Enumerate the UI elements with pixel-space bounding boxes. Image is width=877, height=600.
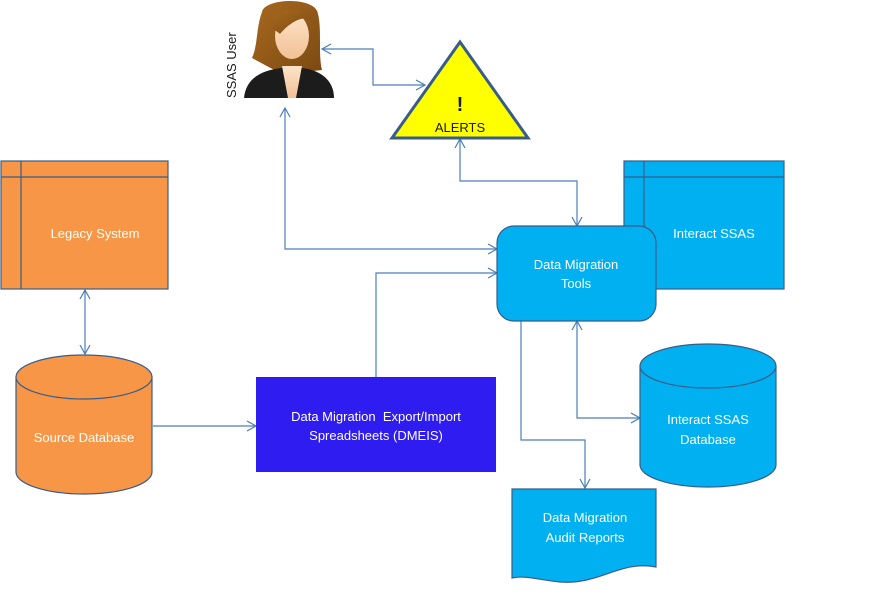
dmeis-label-line2: Spreadsheets (DMEIS) [309,428,443,443]
audit-label-line2: Audit Reports [546,530,625,545]
interact-db-label-line2: Database [680,432,736,447]
arrowhead-to-audit [579,478,591,490]
arrowhead-to-user-bottom [279,106,291,118]
alerts-symbol: ! [457,94,464,116]
tools-label-line1: Data Migration [534,257,619,272]
interact-ssas-label: Interact SSAS [673,226,755,241]
tools-label-line2: Tools [561,276,592,291]
ssas-user-node[interactable]: SSAS User [224,1,334,98]
interact-db-label-line1: Interact SSAS [667,412,749,427]
arrowhead-to-legacy [79,288,91,300]
source-database-label: Source Database [34,430,134,445]
dmeis-label-line1: Data Migration Export/Import [291,409,461,424]
arrowhead-to-alerts [415,79,427,91]
edge-user-tools [284,108,497,250]
user-label: SSAS User [224,32,239,98]
arrowhead-to-user [320,43,332,55]
edge-alerts-tools [459,139,578,226]
connectors [79,43,642,490]
interact-ssas-database-node[interactable]: Interact SSAS Database [639,343,777,488]
edge-tools-interactdb [576,321,640,419]
arrowhead-to-source [79,344,91,356]
edge-tools-audit [520,321,586,488]
edge-dmeis-tools [375,272,497,377]
warning-triangle-icon [389,39,531,140]
user-avatar-icon [244,1,334,98]
alerts-label: ALERTS [435,120,486,135]
data-migration-tools-node[interactable]: Data Migration Tools [496,225,657,322]
legacy-system-node[interactable]: Legacy System [0,160,169,290]
legacy-system-label: Legacy System [51,226,140,241]
alerts-node[interactable]: ! ALERTS [389,39,531,140]
audit-reports-node[interactable]: Data Migration Audit Reports [511,488,657,583]
audit-label-line1: Data Migration [543,510,628,525]
source-database-node[interactable]: Source Database [15,354,153,495]
dmeis-node[interactable]: Data Migration Export/Import Spreadsheet… [256,377,496,472]
edge-user-alerts [322,48,425,86]
